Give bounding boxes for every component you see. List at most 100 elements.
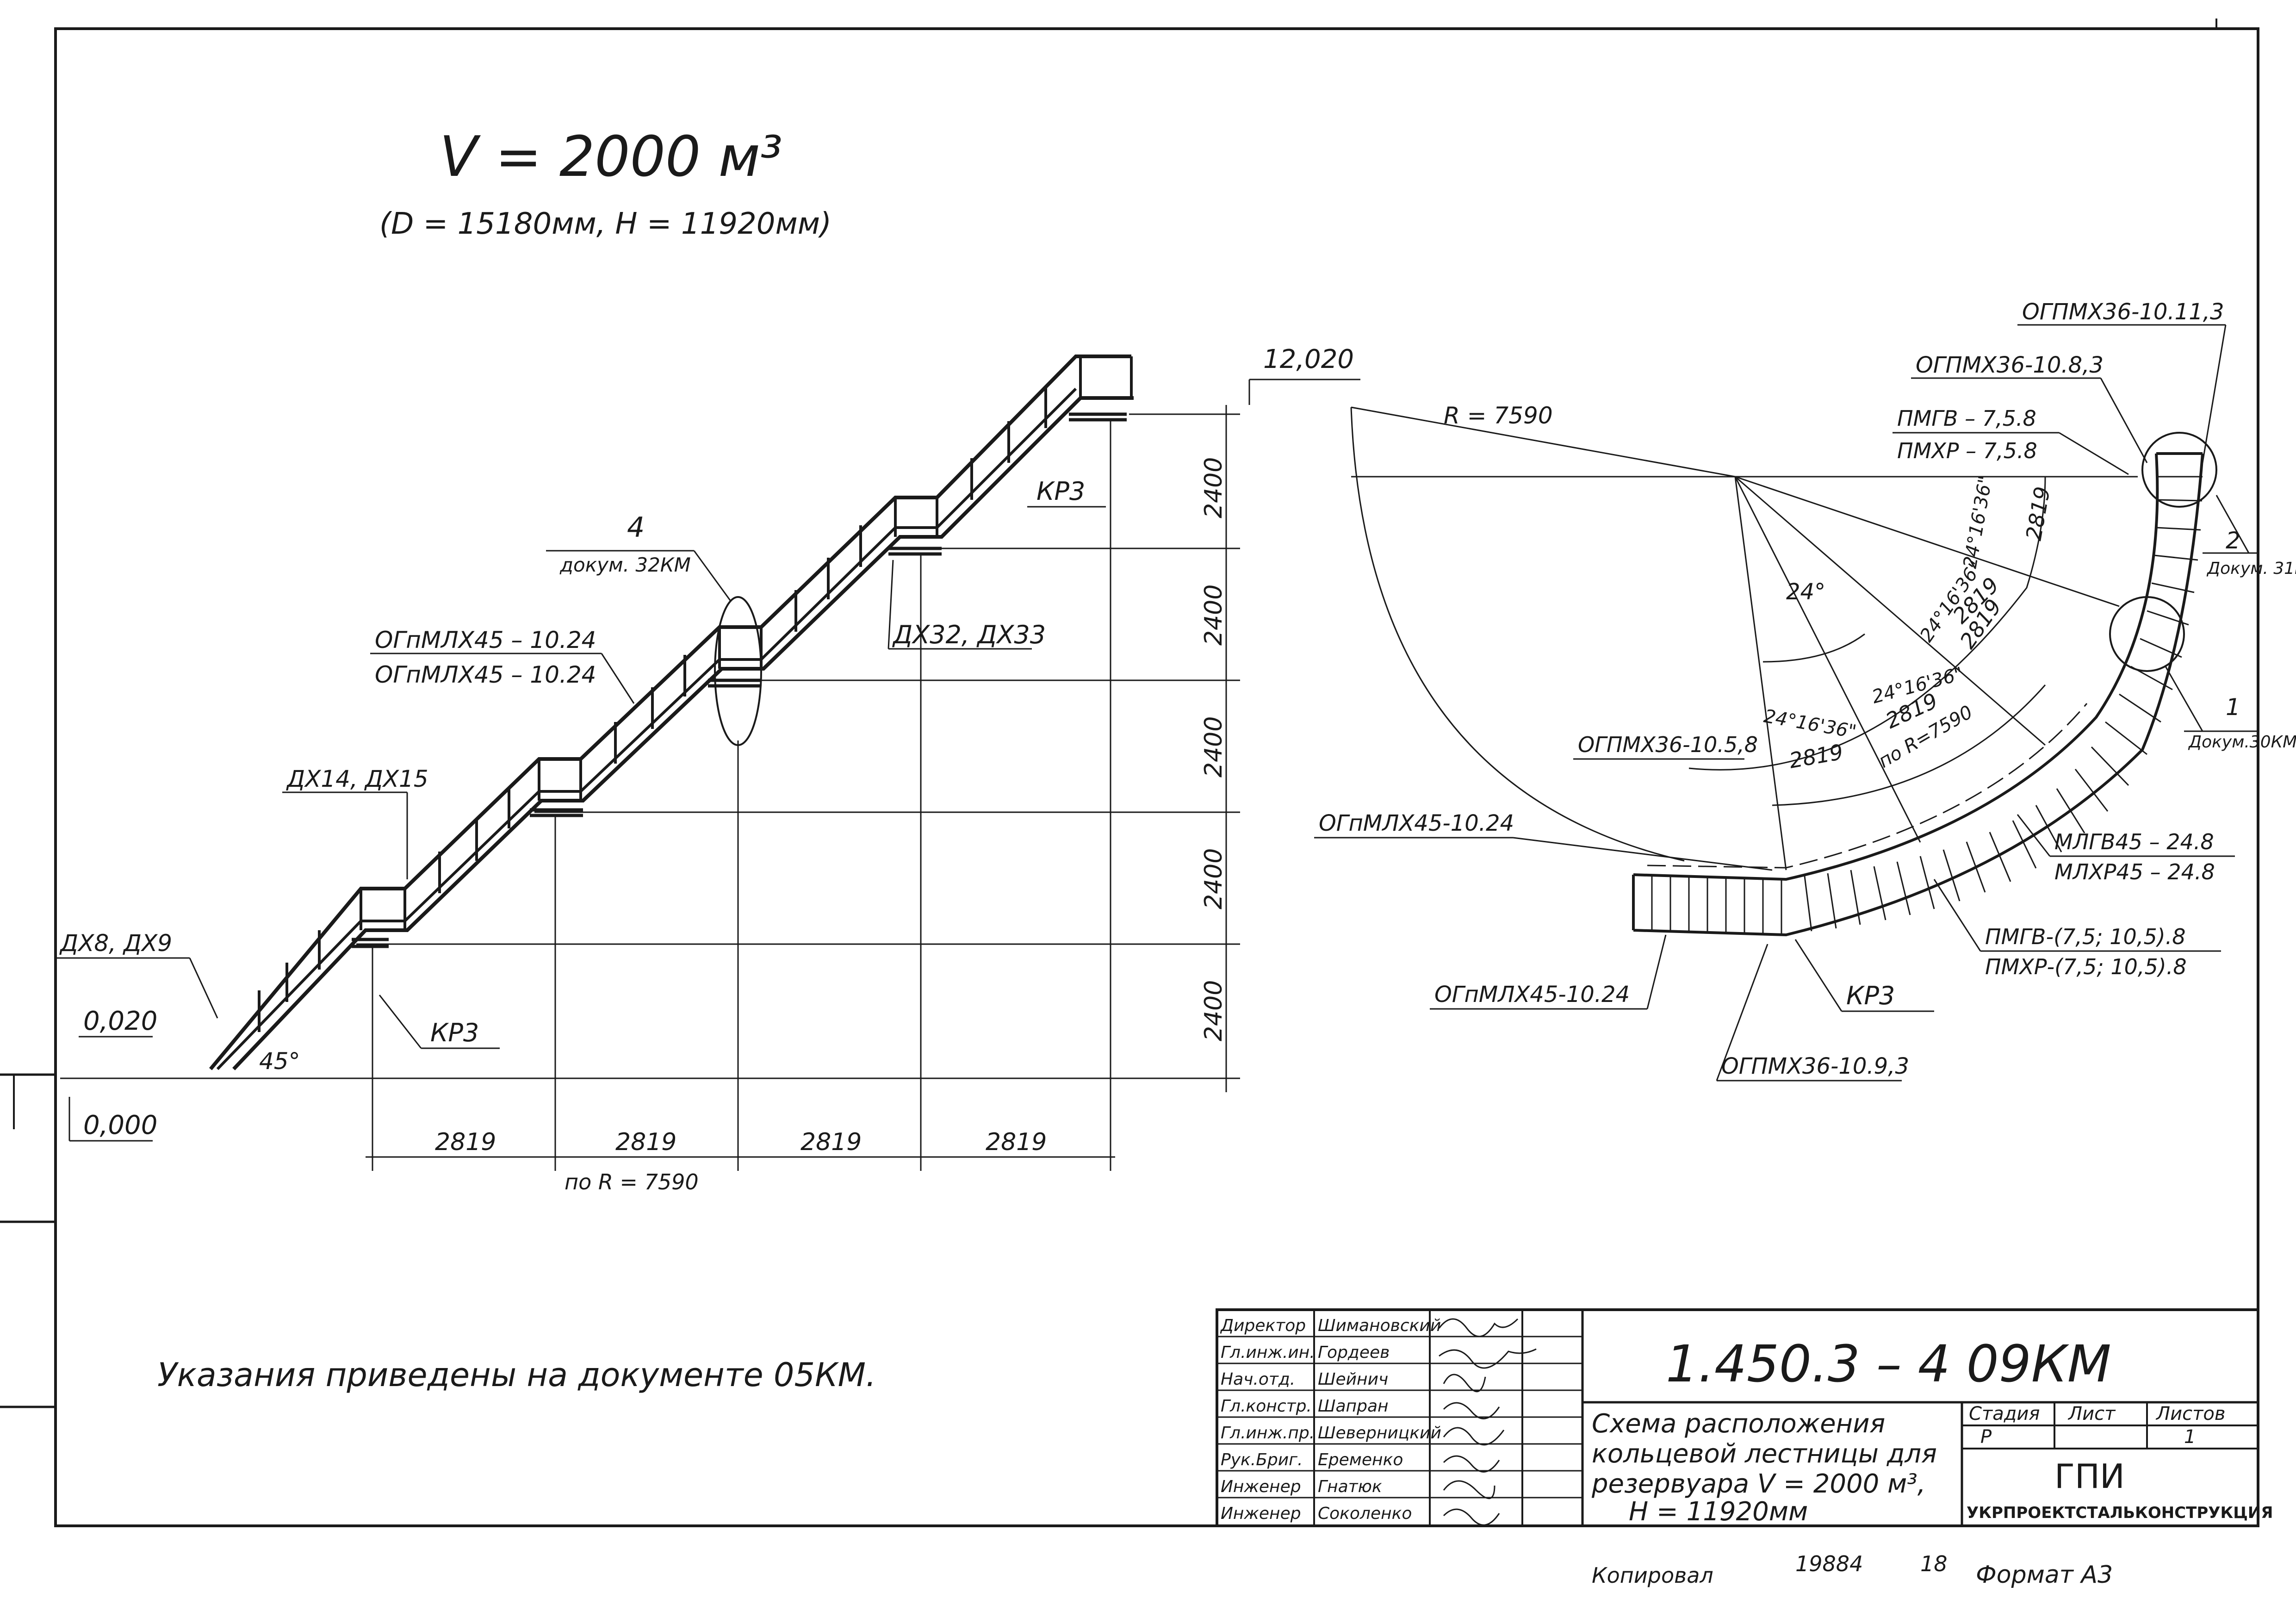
stair-stringer — [216, 387, 1077, 1070]
general-note: Указания приведены на документе 05КМ. — [157, 1356, 876, 1394]
plan-arc-5: 2819 — [2021, 485, 2055, 542]
staff-role: Рук.Бриг. — [1221, 1450, 1303, 1469]
staff-name: Шапран — [1318, 1397, 1389, 1416]
stair-upper-rail — [209, 355, 1131, 1070]
plan-label-mlg: МЛГВ45 – 24.8 — [2054, 829, 2214, 854]
stair-elevation — [209, 355, 1134, 1070]
node2-num: 2 — [2226, 527, 2240, 554]
plan-label-kr3: КР3 — [1846, 981, 1895, 1010]
plan-label-pmhr2: ПМХР-(7,5; 10,5).8 — [1985, 954, 2187, 979]
staff-name: Гордеев — [1318, 1343, 1390, 1362]
plan-label-top1: ОГПМХ36-10.11,3 — [2022, 299, 2224, 325]
sheets-label: Листов — [2155, 1403, 2225, 1424]
dim-h-2: 2819 — [615, 1128, 676, 1156]
label-kr3-bottom: КР3 — [430, 1018, 479, 1047]
volume-title: V = 2000 м³ — [440, 125, 782, 189]
archive-number: 19884 — [1795, 1551, 1863, 1576]
sheets-value: 1 — [2184, 1426, 2196, 1448]
doc-title-line: Схема расположения — [1592, 1409, 1885, 1439]
label-ogl-1: ОГпМЛХ45 – 10.24 — [375, 627, 596, 653]
angle-arc-3 — [1772, 684, 2046, 806]
plan-label-oglm: ОГпМЛХ45-10.24 — [1319, 810, 1514, 836]
plan-label-og5: ОГПМХ36-10.5,8 — [1578, 732, 1758, 757]
staff-role: Директор — [1220, 1316, 1306, 1335]
title-block-staff: Директор Шимановский Гл.инж.ин. Гордеев … — [1220, 1316, 1441, 1523]
plan-arc-1: 2819 — [1787, 739, 1845, 773]
title-block — [1216, 1308, 2259, 1527]
label-node4-doc: докум. 32КМ — [559, 554, 691, 576]
angle-arc-1 — [1762, 633, 1865, 663]
label-node4-num: 4 — [627, 511, 645, 544]
tank-radius-arc — [1350, 407, 1685, 862]
angle-arc-2 — [1688, 476, 2046, 771]
dim-h-4: 2819 — [986, 1128, 1047, 1156]
elev-top: 12,020 — [1263, 344, 1354, 374]
dim-v-1: 2400 — [1200, 457, 1228, 518]
elev-low: 0,020 — [83, 1006, 157, 1036]
node1-doc: Докум.30КМ — [2188, 733, 2296, 752]
dim-v-5: 2400 — [1200, 980, 1228, 1041]
node2-doc: Докум. 31КМ — [2206, 559, 2296, 578]
plan-angle-2: 24°16'36" — [1762, 706, 1858, 743]
label-kr3-top: КР3 — [1036, 477, 1085, 506]
doc-title-line: H = 11920мм — [1629, 1497, 1808, 1527]
stage-label: Стадия — [1969, 1403, 2040, 1424]
dim-h-3: 2819 — [800, 1128, 862, 1156]
document-code: 1.450.3 – 4 09КМ — [1666, 1334, 2111, 1393]
stair-lower-rail — [232, 396, 1134, 1070]
label-dx8: ДХ8, ДХ9 — [59, 930, 172, 957]
org-full: УКРПРОЕКТСТАЛЬКОНСТРУКЦИЯ — [1967, 1504, 2273, 1522]
signatures — [1438, 1318, 1537, 1526]
ring-treads — [1632, 452, 2204, 937]
staff-role: Инженер — [1221, 1504, 1301, 1523]
copied-by: Копировал — [1592, 1563, 1713, 1588]
dim-h-note: по R = 7590 — [565, 1169, 699, 1194]
plan-label-mlx: МЛХР45 – 24.8 — [2054, 859, 2215, 884]
plan-angle-1: 24° — [1786, 579, 1825, 605]
detail-node-2[interactable] — [2141, 432, 2217, 508]
staff-name: Гнатюк — [1318, 1477, 1382, 1496]
staff-name: Шимановский — [1318, 1316, 1441, 1335]
plan-label-og9: ОГПМХ36-10.9,3 — [1721, 1053, 1909, 1079]
dim-v-3: 2400 — [1200, 716, 1228, 778]
label-dx32: ДХ32, ДХ33 — [892, 620, 1046, 649]
staff-name: Соколенко — [1318, 1504, 1412, 1523]
plan-angle-5: 24°16'36" — [1960, 474, 1997, 570]
plan-label-pmgv2: ПМГВ-(7,5; 10,5).8 — [1985, 924, 2186, 949]
radius-line — [1351, 406, 1736, 478]
plan-label-pmhr: ПМХР – 7,5.8 — [1897, 438, 2037, 463]
staff-role: Гл.инж.пр. — [1221, 1424, 1315, 1443]
paper-format: Формат А3 — [1976, 1561, 2113, 1589]
elev-zero: 0,000 — [83, 1110, 157, 1140]
staff-role: Гл.констр. — [1221, 1397, 1312, 1416]
staff-role: Инженер — [1221, 1477, 1301, 1496]
plan-label-oglb: ОГпМЛХ45-10.24 — [1434, 982, 1630, 1008]
staff-name: Шеверницкий — [1318, 1424, 1441, 1443]
ring-stair-plan — [1350, 406, 2217, 937]
elevation-dimension-lines — [60, 379, 1360, 1171]
detail-node-1[interactable] — [2109, 596, 2185, 672]
stage-value: Р — [1980, 1426, 1992, 1448]
sheet-frame — [0, 27, 2259, 1527]
doc-title-line: кольцевой лестницы для — [1592, 1439, 1937, 1469]
plan-radius: R = 7590 — [1444, 402, 1553, 429]
dim-v-4: 2400 — [1200, 848, 1228, 909]
plan-label-pmgv: ПМГВ – 7,5.8 — [1897, 406, 2036, 431]
archive-number-2: 18 — [1920, 1551, 1948, 1576]
angle-45: 45° — [259, 1048, 300, 1075]
dim-v-2: 2400 — [1200, 585, 1228, 646]
label-dx14: ДХ14, ДХ15 — [286, 765, 428, 792]
staff-role: Нач.отд. — [1221, 1370, 1295, 1389]
doc-title-line: резервуара V = 2000 м³, — [1591, 1469, 1926, 1499]
staff-role: Гл.инж.ин. — [1221, 1343, 1315, 1362]
org-short: ГПИ — [2054, 1457, 2125, 1496]
staff-name: Шейнич — [1318, 1370, 1388, 1389]
staff-name: Еременко — [1318, 1450, 1403, 1469]
dim-h-1: 2819 — [435, 1128, 496, 1156]
label-ogl-2: ОГпМЛХ45 – 10.24 — [375, 661, 596, 688]
node1-num: 1 — [2226, 694, 2240, 721]
dims-subtitle: (D = 15180мм, H = 11920мм) — [379, 207, 832, 241]
sheet-label: Лист — [2067, 1403, 2116, 1424]
plan-label-top2: ОГПМХ36-10.8,3 — [1916, 352, 2104, 378]
